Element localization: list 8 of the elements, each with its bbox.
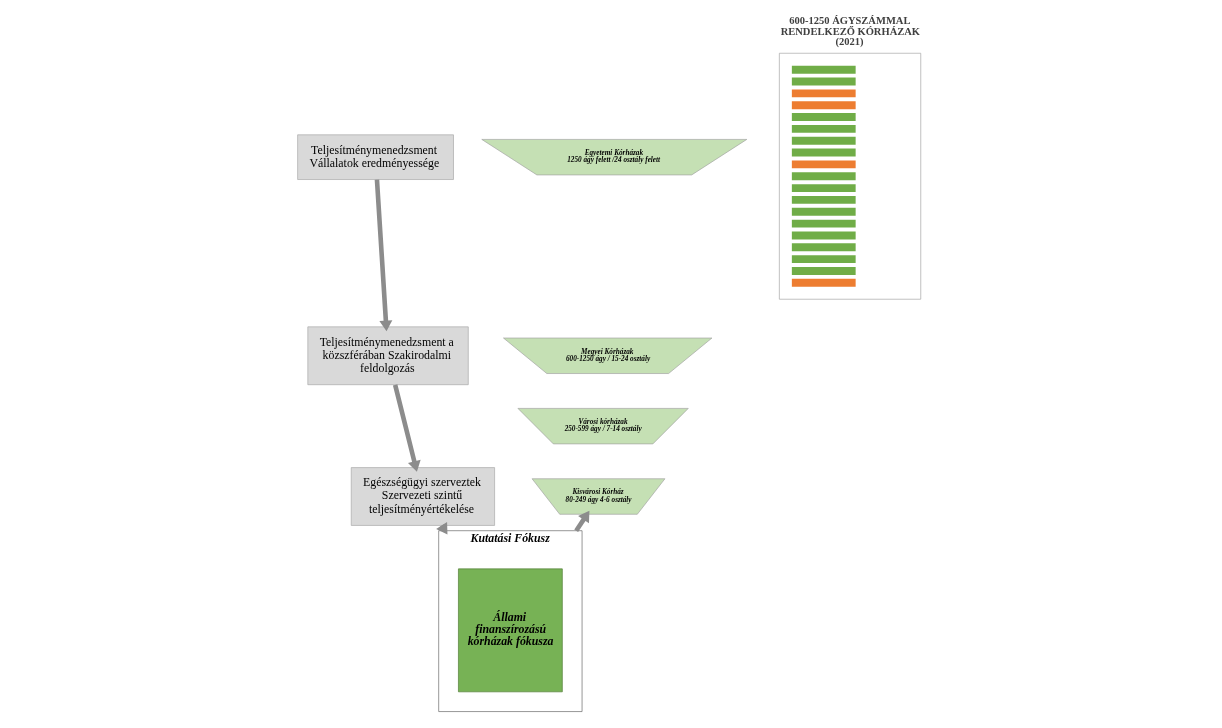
arrow — [374, 179, 393, 332]
node-box: Állami finanszírozású kórházak fókusza — [458, 568, 563, 693]
node-box: Teljesítménymenedzsment Vállalatok eredményessége — [297, 134, 454, 180]
arrow — [392, 384, 421, 472]
node-box — [779, 52, 922, 300]
node-box: Teljesítménymenedzsment a közszférában Szakirodalmi feldolgozás — [307, 326, 469, 386]
node-label: 600-1250 ÁGYSZÁMMAL RENDELKEZŐ KÓRHÁZAK (2021) — [780, 15, 921, 48]
node-box: Egészségügyi szerveztek Szervezeti szintű teljesítményértékelése — [350, 467, 495, 526]
